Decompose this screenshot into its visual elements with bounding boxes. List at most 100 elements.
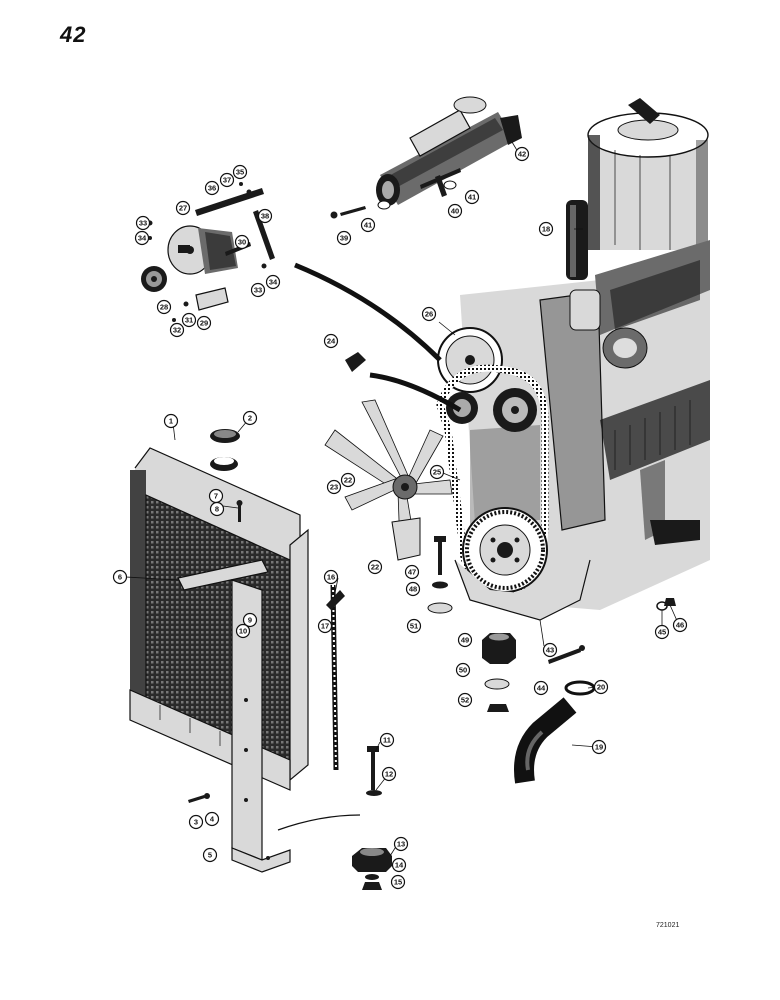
svg-text:35: 35 xyxy=(236,168,244,177)
callout-26: 26 xyxy=(421,306,437,322)
callout-9: 9 xyxy=(242,612,258,628)
callout-34b: 34 xyxy=(265,274,281,290)
alternator xyxy=(141,182,275,322)
callout-44: 44 xyxy=(533,680,549,696)
svg-text:29: 29 xyxy=(200,319,208,328)
callout-5: 5 xyxy=(202,847,218,863)
callout-layer: 1 2 3 4 5 6 7 8 9 10 11 12 13 14 15 16 1… xyxy=(112,141,688,890)
svg-text:4: 4 xyxy=(210,815,215,824)
callout-7: 7 xyxy=(208,488,224,504)
svg-text:31: 31 xyxy=(185,316,193,325)
callout-18: 18 xyxy=(538,221,554,237)
svg-text:22: 22 xyxy=(371,563,379,572)
callout-2: 2 xyxy=(242,410,258,426)
svg-text:34: 34 xyxy=(269,278,278,287)
svg-text:2: 2 xyxy=(248,414,252,423)
svg-text:48: 48 xyxy=(409,585,417,594)
svg-text:32: 32 xyxy=(173,326,181,335)
engine xyxy=(294,240,710,784)
starter-motor xyxy=(330,96,522,219)
callout-25: 25 xyxy=(429,464,445,480)
svg-text:47: 47 xyxy=(408,568,416,577)
svg-text:52: 52 xyxy=(461,696,469,705)
callout-16: 16 xyxy=(323,569,339,585)
callout-4: 4 xyxy=(204,811,220,827)
callout-39: 39 xyxy=(336,230,352,246)
svg-text:14: 14 xyxy=(395,861,404,870)
callout-28: 28 xyxy=(156,299,172,315)
svg-text:24: 24 xyxy=(327,337,336,346)
figure-code: 721021 xyxy=(656,922,680,929)
callout-50: 50 xyxy=(455,662,471,678)
callout-17: 17 xyxy=(317,618,333,634)
callout-49: 49 xyxy=(457,632,473,648)
callout-10: 10 xyxy=(235,623,251,639)
svg-text:16: 16 xyxy=(327,573,335,582)
callout-33b: 33 xyxy=(250,282,266,298)
callout-51: 51 xyxy=(406,618,422,634)
callout-20: 20 xyxy=(593,679,609,695)
svg-text:37: 37 xyxy=(223,176,231,185)
page-number: 42 xyxy=(60,22,87,47)
svg-text:6: 6 xyxy=(118,573,122,582)
svg-text:30: 30 xyxy=(238,238,246,247)
callout-41b: 41 xyxy=(464,189,480,205)
svg-text:25: 25 xyxy=(433,468,441,477)
callout-45: 45 xyxy=(654,624,670,640)
callout-37: 37 xyxy=(219,172,235,188)
svg-text:45: 45 xyxy=(658,628,666,637)
svg-text:8: 8 xyxy=(215,505,219,514)
callout-33: 33 xyxy=(135,215,151,231)
svg-text:13: 13 xyxy=(397,840,405,849)
svg-text:40: 40 xyxy=(451,207,459,216)
svg-text:27: 27 xyxy=(179,204,187,213)
callout-13: 13 xyxy=(393,836,409,852)
svg-text:41: 41 xyxy=(468,193,476,202)
svg-text:33: 33 xyxy=(254,286,262,295)
svg-text:7: 7 xyxy=(214,492,218,501)
svg-text:20: 20 xyxy=(597,683,605,692)
svg-text:51: 51 xyxy=(410,622,418,631)
svg-text:1: 1 xyxy=(169,417,173,426)
svg-text:39: 39 xyxy=(340,234,348,243)
svg-text:34: 34 xyxy=(138,234,147,243)
callout-27: 27 xyxy=(175,200,191,216)
callout-48: 48 xyxy=(405,581,421,597)
callout-35: 35 xyxy=(232,164,248,180)
svg-text:19: 19 xyxy=(595,743,603,752)
callout-1: 1 xyxy=(163,413,179,429)
svg-text:17: 17 xyxy=(321,622,329,631)
callout-22b: 22 xyxy=(367,559,383,575)
svg-text:43: 43 xyxy=(546,646,554,655)
callout-36: 36 xyxy=(204,180,220,196)
callout-52: 52 xyxy=(457,692,473,708)
svg-text:36: 36 xyxy=(208,184,216,193)
callout-8: 8 xyxy=(209,501,225,517)
fan xyxy=(324,399,453,561)
callout-22: 22 xyxy=(340,472,356,488)
callout-6: 6 xyxy=(112,569,128,585)
callout-47: 47 xyxy=(404,564,420,580)
callout-38: 38 xyxy=(257,208,273,224)
svg-text:42: 42 xyxy=(518,150,526,159)
svg-text:26: 26 xyxy=(425,310,433,319)
svg-text:44: 44 xyxy=(537,684,546,693)
callout-40: 40 xyxy=(447,203,463,219)
callout-23: 23 xyxy=(326,479,342,495)
svg-text:3: 3 xyxy=(194,818,198,827)
radiator xyxy=(129,429,392,890)
callout-32: 32 xyxy=(169,322,185,338)
callout-43: 43 xyxy=(542,642,558,658)
callout-29: 29 xyxy=(196,315,212,331)
svg-text:41: 41 xyxy=(364,221,372,230)
callout-3: 3 xyxy=(188,814,204,830)
callout-31: 31 xyxy=(181,312,197,328)
callout-42: 42 xyxy=(514,146,530,162)
callout-14: 14 xyxy=(391,857,407,873)
svg-text:49: 49 xyxy=(461,636,469,645)
callout-19: 19 xyxy=(591,739,607,755)
svg-text:38: 38 xyxy=(261,212,269,221)
callout-12: 12 xyxy=(381,766,397,782)
svg-text:22: 22 xyxy=(344,476,352,485)
